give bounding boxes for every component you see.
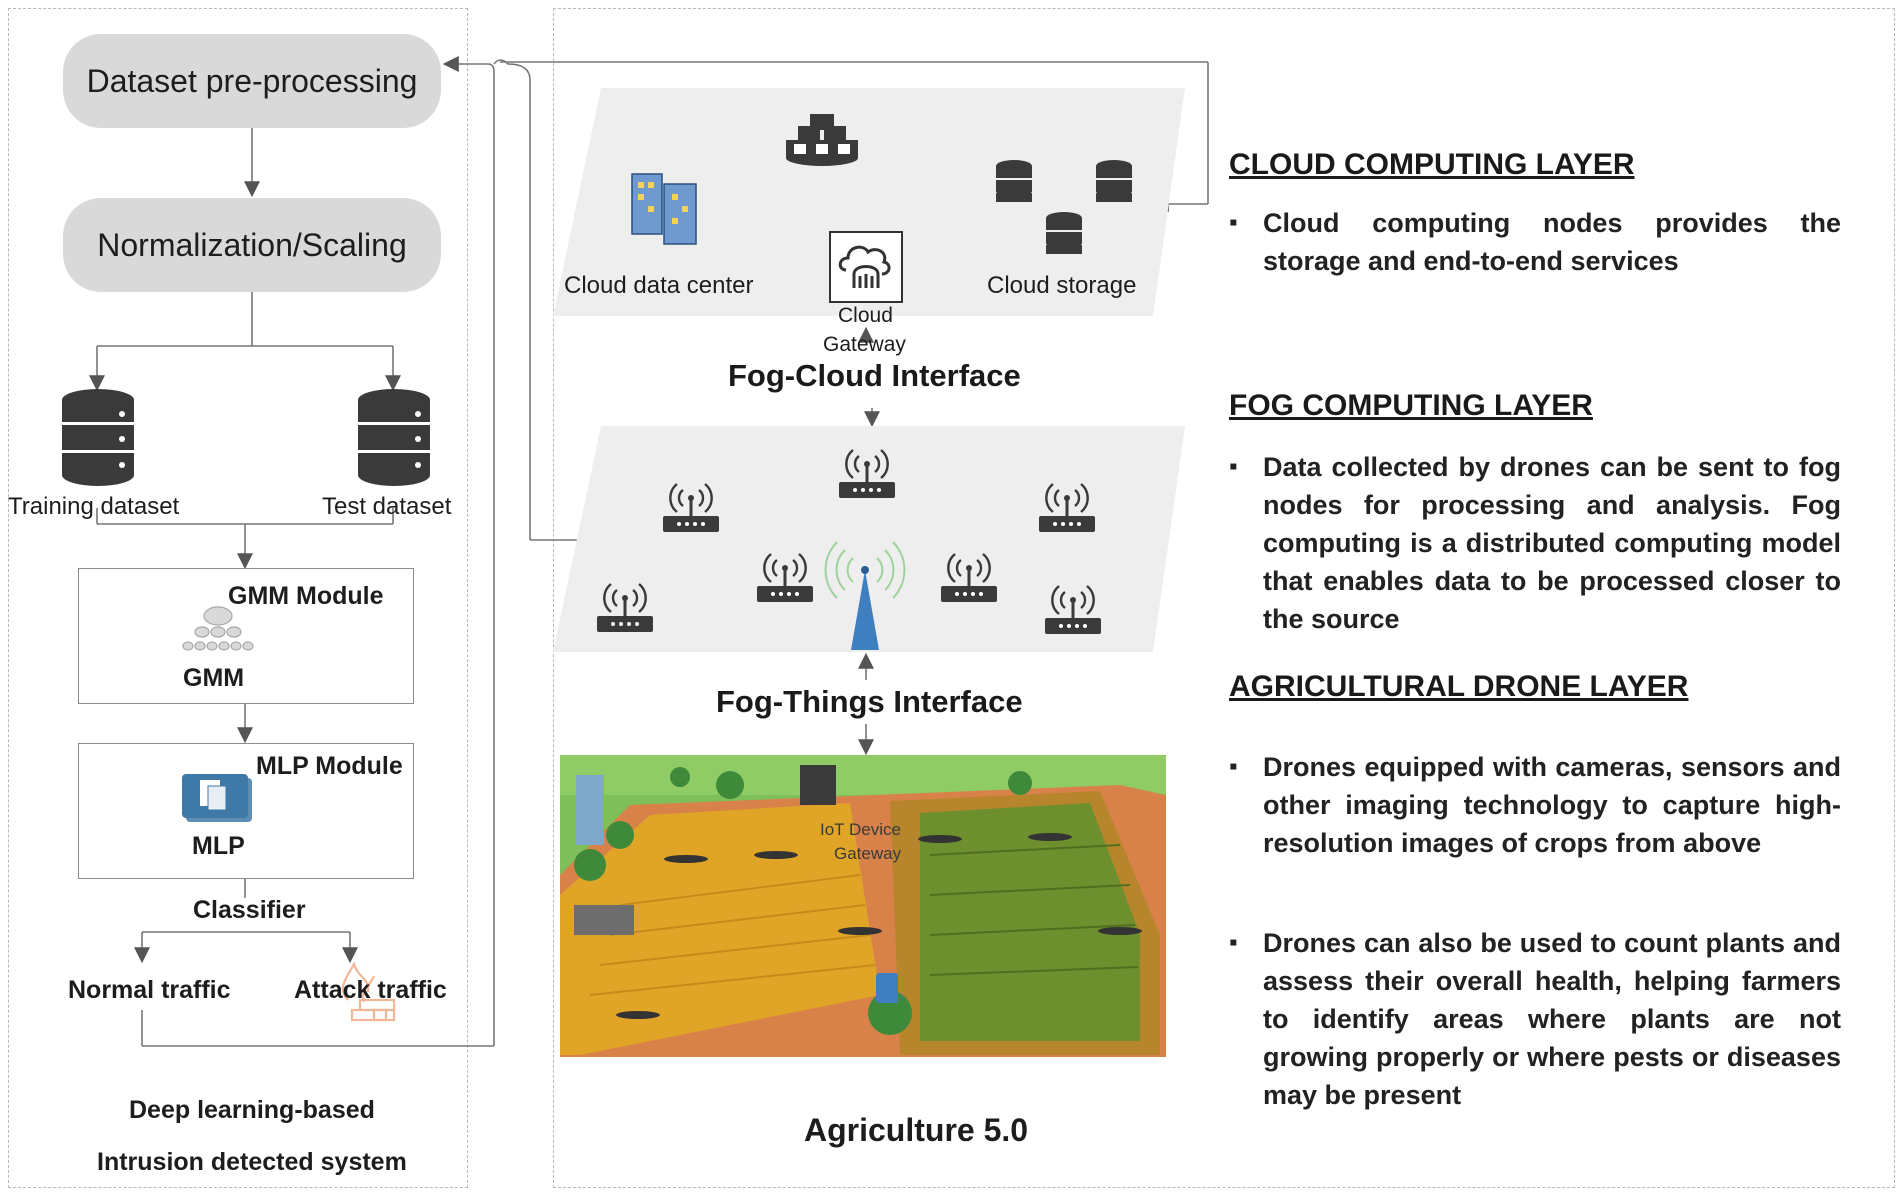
- normalization-scaling-step: Normalization/Scaling: [63, 198, 441, 292]
- fog-cloud-interface-label: Fog-Cloud Interface: [728, 358, 1021, 393]
- training-dataset-label: Training dataset: [8, 493, 180, 520]
- cloud-layer-plane: [553, 88, 1185, 316]
- server-cluster-icon: [786, 114, 858, 166]
- gmm-module: [78, 568, 414, 704]
- cloud-data-center-label: Cloud data center: [564, 272, 754, 299]
- fog-layer-plane: [553, 426, 1185, 652]
- fog-layer-bullet: Data collected by drones can be sent to …: [1229, 448, 1841, 638]
- normalization-scaling-label: Normalization/Scaling: [97, 226, 407, 263]
- agriculture-farm-illustration: IoT Device Gateway: [560, 755, 1166, 1057]
- normal-traffic-label: Normal traffic: [68, 976, 231, 1004]
- cloud-gateway-label-line1: Cloud: [838, 304, 893, 327]
- drone-layer-title: AGRICULTURAL DRONE LAYER: [1229, 670, 1689, 703]
- cloud-data-center-icon: [631, 173, 697, 245]
- gmm-label: GMM: [183, 664, 245, 692]
- training-database-icon: [62, 389, 134, 486]
- attack-traffic-label: Attack traffic: [294, 976, 447, 1004]
- ids-caption-line2: Intrusion detected system: [97, 1148, 407, 1176]
- architecture-panel: [553, 8, 1895, 1188]
- gmm-cluster-icon: [182, 606, 254, 651]
- fog-router-icons: [595, 448, 1103, 650]
- fog-things-interface-label: Fog-Things Interface: [716, 684, 1023, 719]
- classifier-label: Classifier: [193, 896, 306, 924]
- drone-layer-bullet-2: Drones can also be used to count plants …: [1229, 924, 1841, 1114]
- ids-caption-line1: Deep learning-based: [129, 1096, 375, 1124]
- attack-fire-icon: [341, 960, 396, 1022]
- iot-gateway-label-line2: Gateway: [834, 844, 902, 863]
- ids-panel: [8, 8, 468, 1188]
- test-dataset-label: Test dataset: [322, 493, 452, 520]
- agriculture-caption: Agriculture 5.0: [804, 1112, 1029, 1148]
- cloud-layer-title: CLOUD COMPUTING LAYER: [1229, 148, 1635, 181]
- dataset-preprocessing-step: Dataset pre-processing: [63, 34, 441, 128]
- drone-layer-bullet-1: Drones equipped with cameras, sensors an…: [1229, 748, 1841, 862]
- iot-gateway-label-line1: IoT Device: [820, 820, 901, 839]
- test-database-icon: [358, 389, 430, 486]
- cloud-gateway-label-line2: Gateway: [823, 333, 906, 356]
- fog-layer-title: FOG COMPUTING LAYER: [1229, 389, 1593, 422]
- cloud-storage-label: Cloud storage: [987, 272, 1137, 299]
- mlp-document-icon: [182, 774, 252, 822]
- cloud-layer-bullet: Cloud computing nodes provides the stora…: [1229, 204, 1841, 280]
- mlp-module-title: MLP Module: [256, 752, 403, 780]
- gmm-module-title: GMM Module: [228, 582, 384, 610]
- mlp-label: MLP: [192, 832, 245, 860]
- cloud-storage-icon: [996, 160, 1132, 254]
- cloud-gateway-icon: [829, 231, 903, 303]
- dataset-preprocessing-label: Dataset pre-processing: [86, 62, 418, 99]
